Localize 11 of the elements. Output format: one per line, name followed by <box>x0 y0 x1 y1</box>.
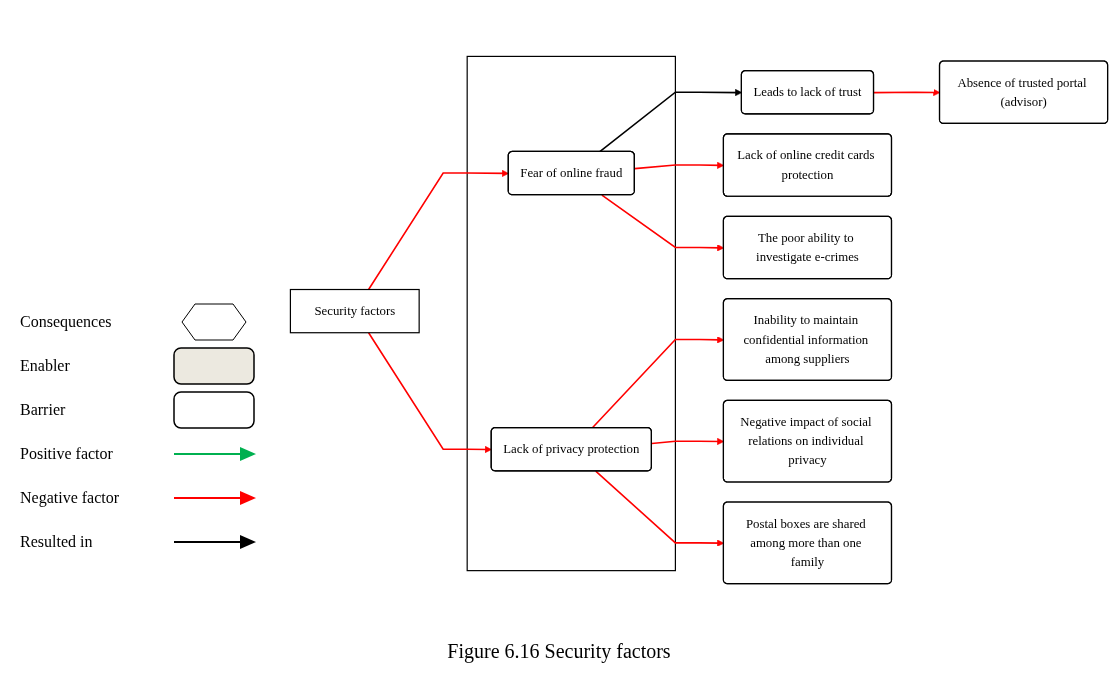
figure-caption: Figure 6.16 Security factors <box>446 640 672 663</box>
arrow <box>367 331 492 453</box>
cluster <box>466 55 676 572</box>
arrow <box>367 169 509 291</box>
legend-label: Enabler <box>20 357 71 375</box>
node-box: Security factors <box>289 288 420 334</box>
legend-label: Barrier <box>20 401 67 419</box>
legend-label: Consequences <box>20 313 113 331</box>
legend-label: Negative factor <box>20 489 121 507</box>
legend-label: Resulted in <box>20 533 94 551</box>
legend-label: Positive factor <box>20 445 114 463</box>
